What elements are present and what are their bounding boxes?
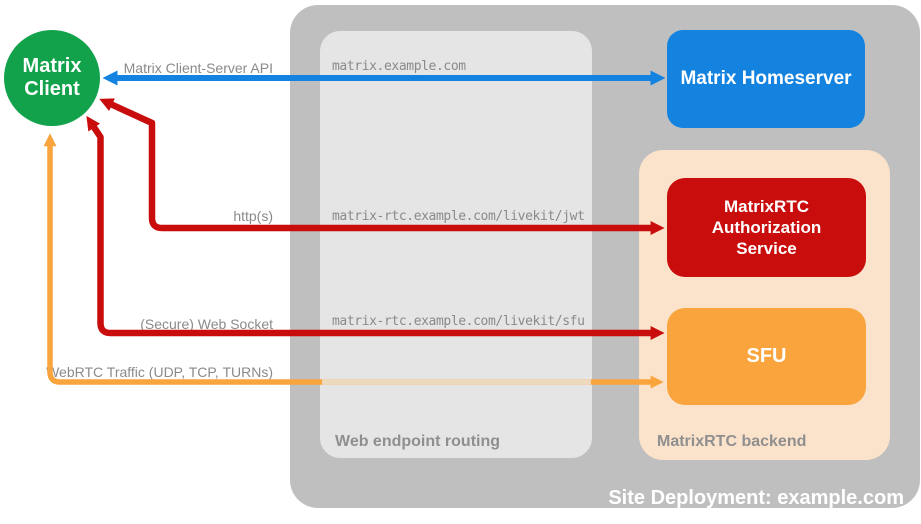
web-endpoint-routing-box: Web endpoint routing (320, 31, 592, 458)
sfu-node: SFU (667, 308, 866, 405)
matrix-homeserver-node: Matrix Homeserver (667, 30, 865, 128)
site-deployment-label: Site Deployment: example.com (608, 487, 904, 509)
web-endpoint-routing-label: Web endpoint routing (335, 433, 501, 450)
matrix-client-node: Matrix Client (4, 30, 100, 126)
matrixrtc-authorization-service-node: MatrixRTC Authorization Service (667, 178, 866, 277)
client-server-api-label: Matrix Client-Server API (123, 60, 273, 76)
endpoint-sfu-url: matrix-rtc.example.com/livekit/sfu (332, 314, 585, 329)
endpoint-homeserver-url: matrix.example.com (332, 59, 466, 74)
matrixrtc-backend-label: MatrixRTC backend (657, 433, 807, 450)
webrtc-traffic-label: WebRTC Traffic (UDP, TCP, TURNs) (46, 364, 273, 380)
endpoint-jwt-url: matrix-rtc.example.com/livekit/jwt (332, 209, 585, 224)
web-socket-label: (Secure) Web Socket (140, 316, 273, 332)
https-label: http(s) (233, 208, 273, 224)
